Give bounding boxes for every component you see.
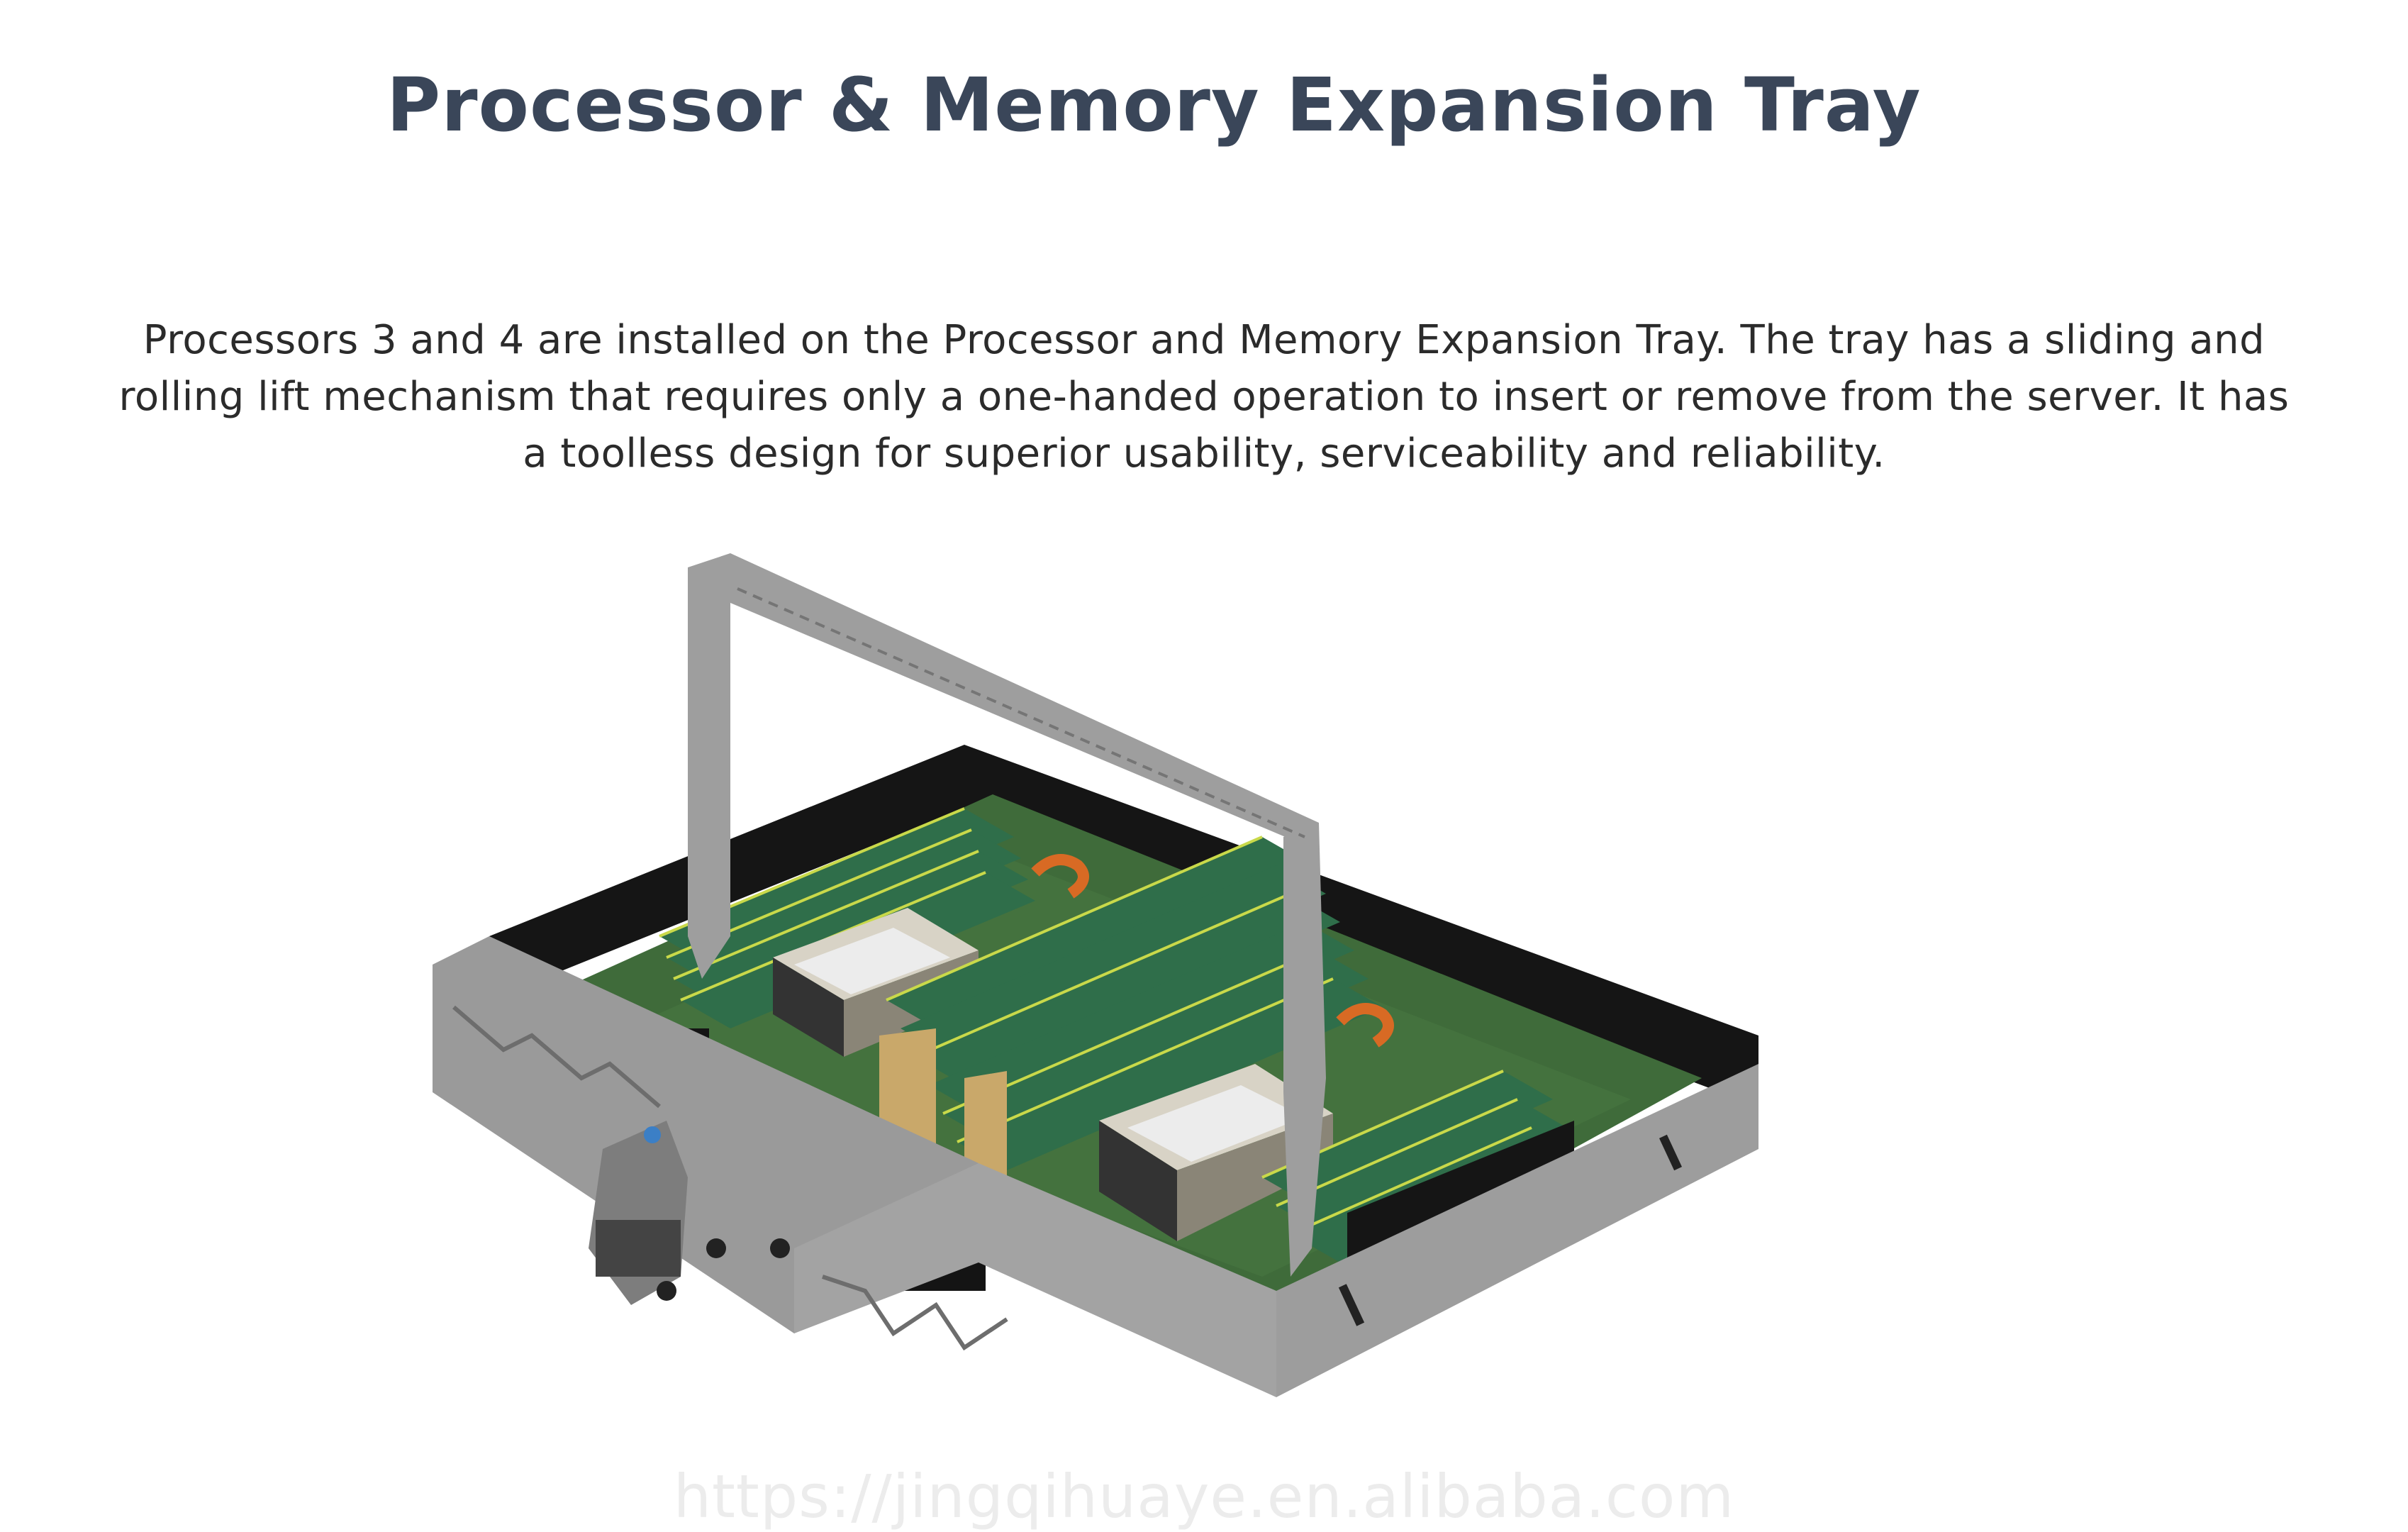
tray-back-rail [489,745,1758,1106]
watermark-url: https://jingqihuaye.en.alibaba.com [673,1462,1735,1531]
lift-handle [688,553,1326,1277]
page-title: Processor & Memory Expansion Tray [386,62,1922,148]
tray-front-frame [794,1163,1276,1397]
product-image [425,539,1844,1419]
description-line: rolling lift mechanism that requires onl… [118,374,2290,420]
product-description: Processors 3 and 4 are installed on the … [14,312,2394,482]
tray-right-frame [1276,1064,1758,1397]
description-line: Processors 3 and 4 are installed on the … [143,317,2265,363]
dimm-bank-2 [879,836,1383,1220]
description-line: a toolless design for superior usability… [523,431,1885,477]
release-latch [589,1121,790,1305]
heatpipe-icon [1031,854,1089,899]
blue-release-pin-icon [644,1126,661,1143]
heatpipe-icon [1336,1003,1394,1048]
